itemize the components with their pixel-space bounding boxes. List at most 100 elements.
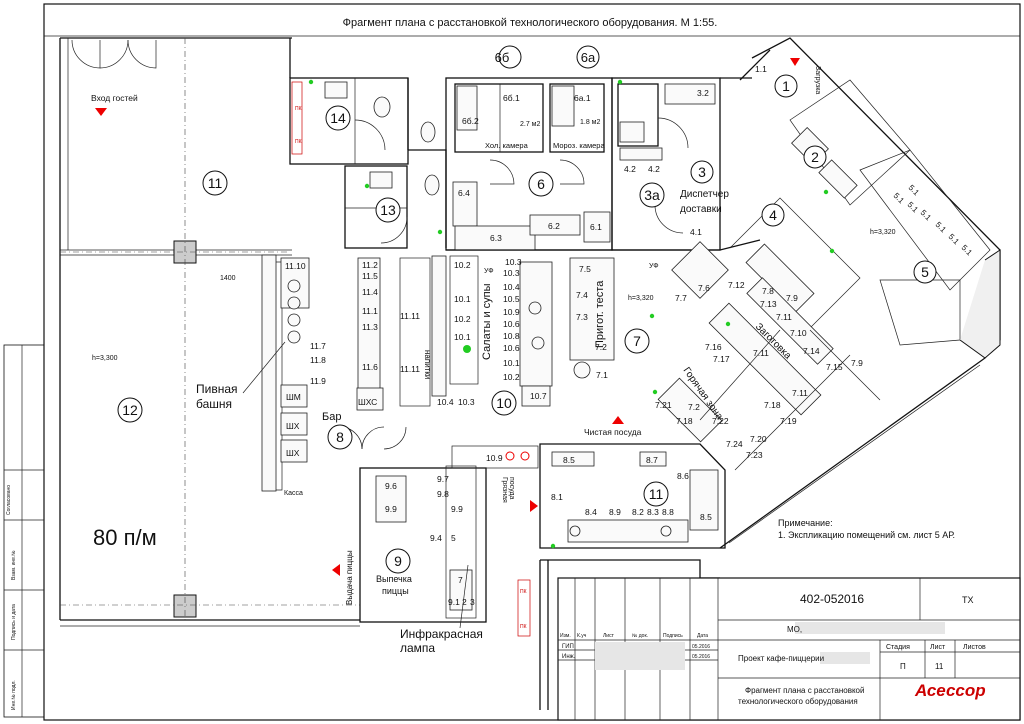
cashier-label: Касса xyxy=(284,490,303,497)
eq-51a: 5.1 xyxy=(892,191,907,206)
beer-tower-line1: Пивная xyxy=(196,382,238,396)
eq-723: 7.23 xyxy=(746,450,763,460)
dispatch-rooms xyxy=(611,77,752,251)
eq-72b: 7.2 xyxy=(688,402,700,412)
eq-94: 9.4 xyxy=(430,533,442,543)
room-13-label: 14 xyxy=(330,110,346,126)
eq-63: 6.3 xyxy=(490,233,502,243)
loading-label: Загрузка xyxy=(814,66,821,94)
kitchen-7 xyxy=(446,239,881,471)
eq-51b: 5.1 xyxy=(906,200,921,215)
infrared-line1: Инфракрасная xyxy=(400,627,483,641)
eq-74: 7.4 xyxy=(576,290,588,300)
eq-103c: 10.3 xyxy=(503,268,520,278)
eq-722: 7.22 xyxy=(712,416,729,426)
eq-710: 7.10 xyxy=(790,328,807,338)
eq-711c: 7.11 xyxy=(792,388,808,398)
eq-42a: 4.2 xyxy=(624,164,636,174)
room-7-label: 7 xyxy=(633,333,641,349)
tb-sheet-title-1: Фрагмент плана с расстановкой xyxy=(745,686,864,695)
eq-83: 8.3 xyxy=(647,507,659,517)
room-12-label: 13 xyxy=(380,202,396,218)
diagonal-wall-inner xyxy=(728,364,981,544)
tb-h-izm: Изм. xyxy=(560,633,571,639)
tb-h-date: Дата xyxy=(697,633,708,639)
freeze-room-label: Мороз. камера xyxy=(553,141,605,150)
tb-sheets-h: Листов xyxy=(963,644,986,651)
eq-106a: 10.6 xyxy=(503,319,520,329)
drinks-label: напитки xyxy=(423,350,432,379)
pizza-baking-line2: пиццы xyxy=(382,586,409,596)
room-3a-label: 3а xyxy=(644,187,660,203)
eq-78: 7.8 xyxy=(762,286,774,296)
bar-label: Бар xyxy=(322,411,341,423)
eq-101a: 10.1 xyxy=(454,294,471,304)
tb-h-kuch: К.уч xyxy=(577,633,587,639)
room-14-marker xyxy=(202,170,228,196)
eq-71: 7.1 xyxy=(596,370,608,380)
cold-room-label: Хол. камера xyxy=(485,141,529,150)
eq-721: 7.21 xyxy=(655,400,672,410)
room-13-marker xyxy=(325,105,351,131)
eq-93: 3 xyxy=(470,597,475,607)
eq-shhs: ШХС xyxy=(358,397,377,407)
room-6b-marker xyxy=(498,45,522,69)
sheet-title: Фрагмент плана с расстановкой технологич… xyxy=(343,17,718,29)
clean-dishes-marker xyxy=(612,416,624,424)
eq-115: 11.5 xyxy=(362,271,378,281)
eq-1111b: 11.11 xyxy=(400,364,420,374)
room-9-marker xyxy=(385,548,411,574)
eq-103a: 10.3 xyxy=(505,257,522,267)
height-wing: h=3,320 xyxy=(870,229,896,236)
room-11-label: 8 xyxy=(336,429,344,445)
room-8-label: 11 xyxy=(649,486,664,502)
eq-106b: 10.6 xyxy=(503,343,520,353)
room-6b-top-label: 6б xyxy=(495,50,510,65)
tb-mark: ТХ xyxy=(962,595,974,605)
eq-76: 7.6 xyxy=(698,283,710,293)
eq-118: 11.8 xyxy=(310,355,326,365)
dirty-line2: посуда xyxy=(508,477,515,500)
eq-102a: 10.2 xyxy=(454,260,471,270)
eq-72: 7.2 xyxy=(595,342,607,352)
eq-99a: 9.9 xyxy=(385,504,397,514)
room-5-label: 5 xyxy=(921,264,929,280)
pk-box xyxy=(517,579,531,637)
wash-8 xyxy=(539,443,726,549)
eq-104a: 10.4 xyxy=(437,397,454,407)
title-block xyxy=(557,577,1021,721)
side-stamp-agreed: Согласовано xyxy=(6,485,12,515)
eq-81: 8.1 xyxy=(551,492,563,502)
pk-4: ПК xyxy=(520,624,527,630)
tb-h-sign: Подпись xyxy=(663,633,683,639)
eq-101b: 10.1 xyxy=(454,332,471,342)
tb-h-doc: № док. xyxy=(632,633,648,639)
tb-mo: МО, xyxy=(787,625,802,634)
eq-84: 8.4 xyxy=(585,507,597,517)
eq-41: 4.1 xyxy=(690,227,702,237)
cab-shh1: ШХ xyxy=(286,421,300,431)
eq-711b: 7.11 xyxy=(753,348,769,358)
eq-108: 10.8 xyxy=(503,331,520,341)
eq-86: 8.6 xyxy=(677,471,689,481)
eq-116: 11.6 xyxy=(362,362,378,372)
eq-97b: 7 xyxy=(458,575,463,585)
note-text: 1. Экспликацию помещений см. лист 5 АР. xyxy=(778,530,955,540)
eq-101c: 10.1 xyxy=(503,358,520,368)
beer-tower-line2: башня xyxy=(196,397,232,411)
eq-104b: 10.4 xyxy=(503,282,520,292)
tb-sheet-no: 11 xyxy=(935,662,944,671)
eq-103b: 10.3 xyxy=(458,397,475,407)
uf-kitchen: УФ xyxy=(649,263,659,270)
eq-119: 11.9 xyxy=(310,376,326,386)
height-hall: h=3,300 xyxy=(92,355,118,362)
dim-1400: 1400 xyxy=(220,275,236,282)
room-6a-marker xyxy=(576,45,600,69)
dirty-line1: Грязная xyxy=(501,477,508,503)
room-6a-top-label: 6а xyxy=(581,50,596,65)
eq-73: 7.3 xyxy=(576,312,588,322)
eq-95: 5 xyxy=(451,533,456,543)
tb-sheet-h: Лист xyxy=(930,644,946,651)
room-3-marker xyxy=(690,160,714,184)
